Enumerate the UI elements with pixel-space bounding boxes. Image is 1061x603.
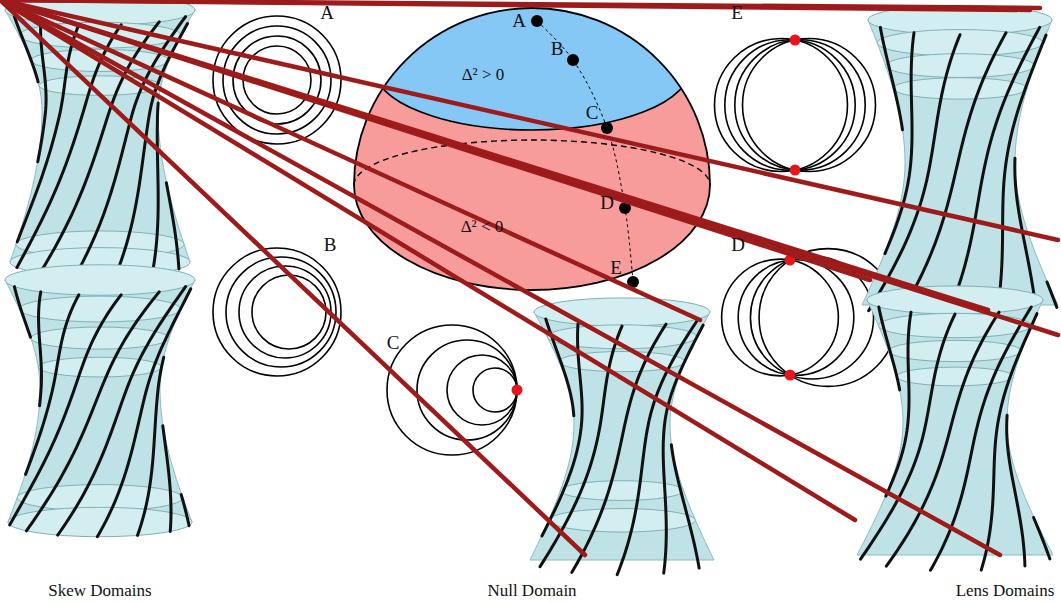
panel-caption: Skew Domains xyxy=(48,582,151,599)
circle-families xyxy=(213,16,897,455)
skew-surface xyxy=(5,0,195,276)
panel-caption: Lens Domains xyxy=(956,582,1055,599)
lens-surface xyxy=(0,0,1058,320)
null-surface xyxy=(0,0,714,575)
region-label: Δ² > 0 xyxy=(462,66,505,83)
skew-surface xyxy=(5,265,195,537)
point-label: B xyxy=(324,235,337,254)
point-label: D xyxy=(600,193,614,212)
point-label: E xyxy=(731,3,743,22)
region-label: Δ² < 0 xyxy=(461,218,504,235)
point-label: A xyxy=(320,3,334,22)
panel-caption: Null Domain xyxy=(487,582,576,599)
point-label: E xyxy=(610,258,622,277)
point-label: C xyxy=(586,103,599,122)
point-label: A xyxy=(512,11,526,30)
point-label: D xyxy=(731,235,745,254)
point-label: B xyxy=(551,39,564,58)
lens-surface xyxy=(0,0,1058,570)
point-label: C xyxy=(387,333,400,352)
